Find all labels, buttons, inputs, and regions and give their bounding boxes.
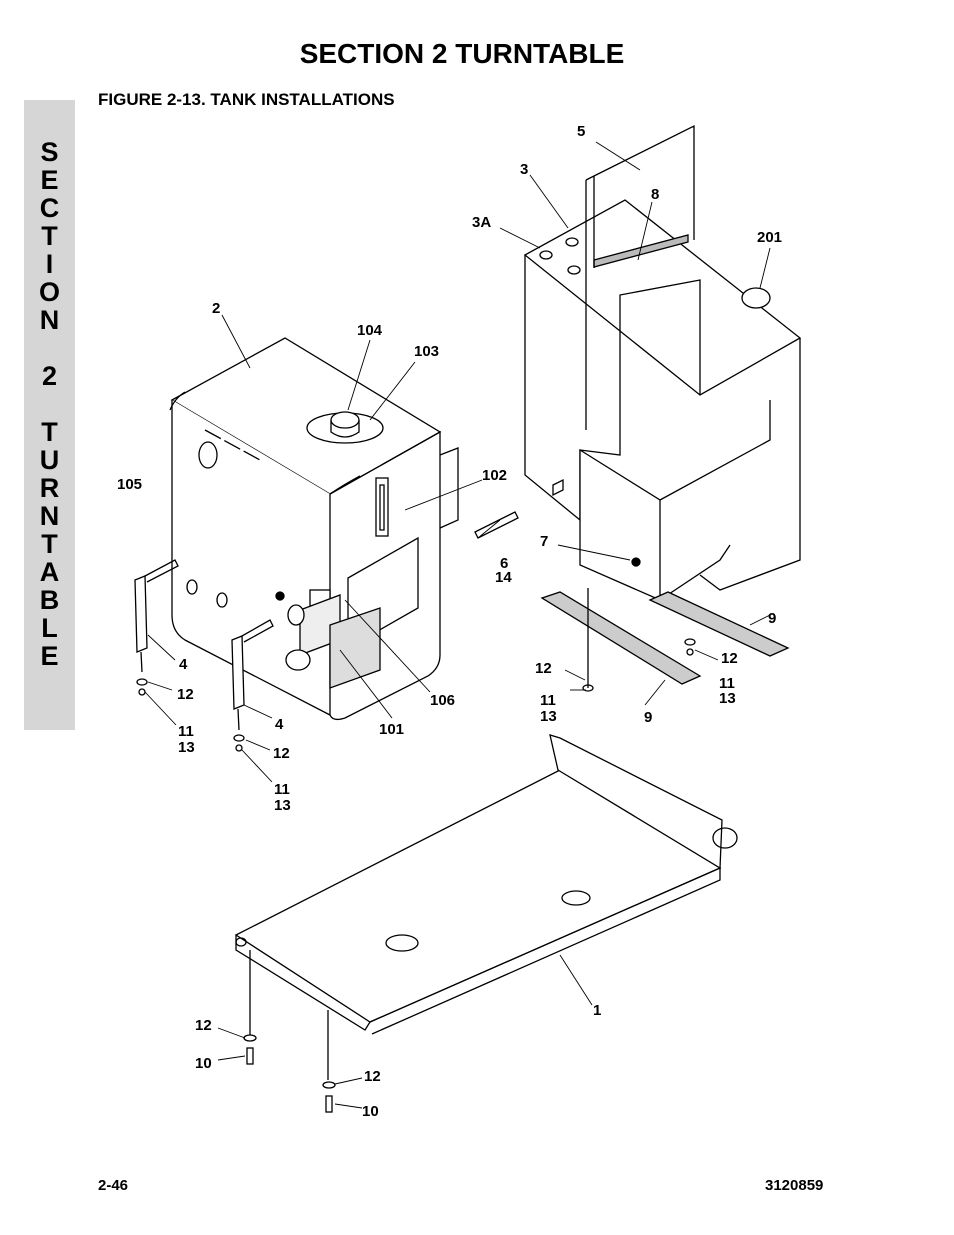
side-tab-letter: T	[41, 221, 58, 251]
callout-11-left: 11	[178, 723, 194, 740]
callout-11-center: 11	[540, 692, 556, 709]
callout-13-mid: 13	[274, 797, 291, 814]
tank-straps-drawing	[134, 559, 274, 752]
side-tab-letter: T	[41, 417, 58, 447]
side-tab-letter: R	[39, 473, 60, 503]
callout-3: 3	[520, 161, 528, 178]
callout-5: 5	[577, 123, 585, 140]
callout-2: 2	[212, 300, 220, 317]
callout-13-center: 13	[540, 708, 557, 725]
side-tab-letter: E	[40, 165, 59, 195]
side-tab-letter: A	[39, 557, 60, 587]
callout-12-lower-left: 12	[195, 1017, 212, 1034]
mounting-plate-drawing	[234, 734, 738, 1113]
side-tab-letter: T	[41, 529, 58, 559]
callout-4-mid: 4	[275, 716, 284, 733]
callout-9-center: 9	[644, 709, 652, 726]
page-number: 2-46	[98, 1177, 129, 1194]
callout-4-left: 4	[179, 656, 188, 673]
callout-12-right: 12	[721, 650, 738, 667]
side-tab-letter: L	[41, 613, 58, 643]
callout-12-left: 12	[177, 686, 194, 703]
hydraulic-tank-drawing	[169, 337, 459, 721]
callout-6: 6	[500, 555, 508, 572]
callout-13-left: 13	[178, 739, 195, 756]
side-tab-letter: O	[38, 277, 60, 307]
fuel-tank-drawing	[474, 124, 802, 601]
callout-105: 105	[117, 476, 142, 493]
callout-8: 8	[651, 186, 659, 203]
side-tab-letter: N	[39, 501, 60, 531]
figure-title: FIGURE 2-13. TANK INSTALLATIONS	[98, 90, 395, 109]
callout-201: 201	[757, 229, 782, 246]
callout-3a: 3A	[472, 214, 491, 231]
tank-pads-drawing	[540, 588, 790, 692]
callout-104: 104	[357, 322, 383, 339]
side-tab-letter: 2	[41, 361, 58, 391]
callout-101: 101	[379, 721, 404, 738]
callout-labels: 5 3 8 3A 201 2 104 103 102 105 6 14 7 9 …	[117, 123, 782, 1120]
callout-12-lower-right: 12	[364, 1068, 381, 1085]
callout-103: 103	[414, 343, 439, 360]
section-header: SECTION 2 TURNTABLE	[299, 38, 625, 69]
side-tab-letter: I	[45, 249, 54, 279]
leader-lines	[144, 141, 771, 1109]
callout-9-right: 9	[768, 610, 776, 627]
callout-11-mid: 11	[274, 781, 290, 798]
side-tab-letter: S	[40, 137, 59, 167]
callout-106: 106	[430, 692, 455, 709]
side-tab-letter: E	[40, 641, 59, 671]
side-tab-letter: C	[39, 193, 60, 223]
callout-10-lower-left: 10	[195, 1055, 212, 1072]
callout-7: 7	[540, 533, 548, 550]
side-tab-letter: U	[39, 445, 60, 475]
callout-13-right: 13	[719, 690, 736, 707]
callout-1: 1	[593, 1002, 601, 1019]
callout-12-center: 12	[535, 660, 552, 677]
callout-102: 102	[482, 467, 507, 484]
callout-11-right: 11	[719, 675, 735, 692]
callout-10-lower-right: 10	[362, 1103, 379, 1120]
document-number: 3120859	[765, 1177, 824, 1194]
side-tab-letter: N	[39, 305, 60, 335]
callout-14: 14	[495, 569, 512, 586]
side-tab-letter: B	[39, 585, 60, 615]
callout-12-mid: 12	[273, 745, 290, 762]
